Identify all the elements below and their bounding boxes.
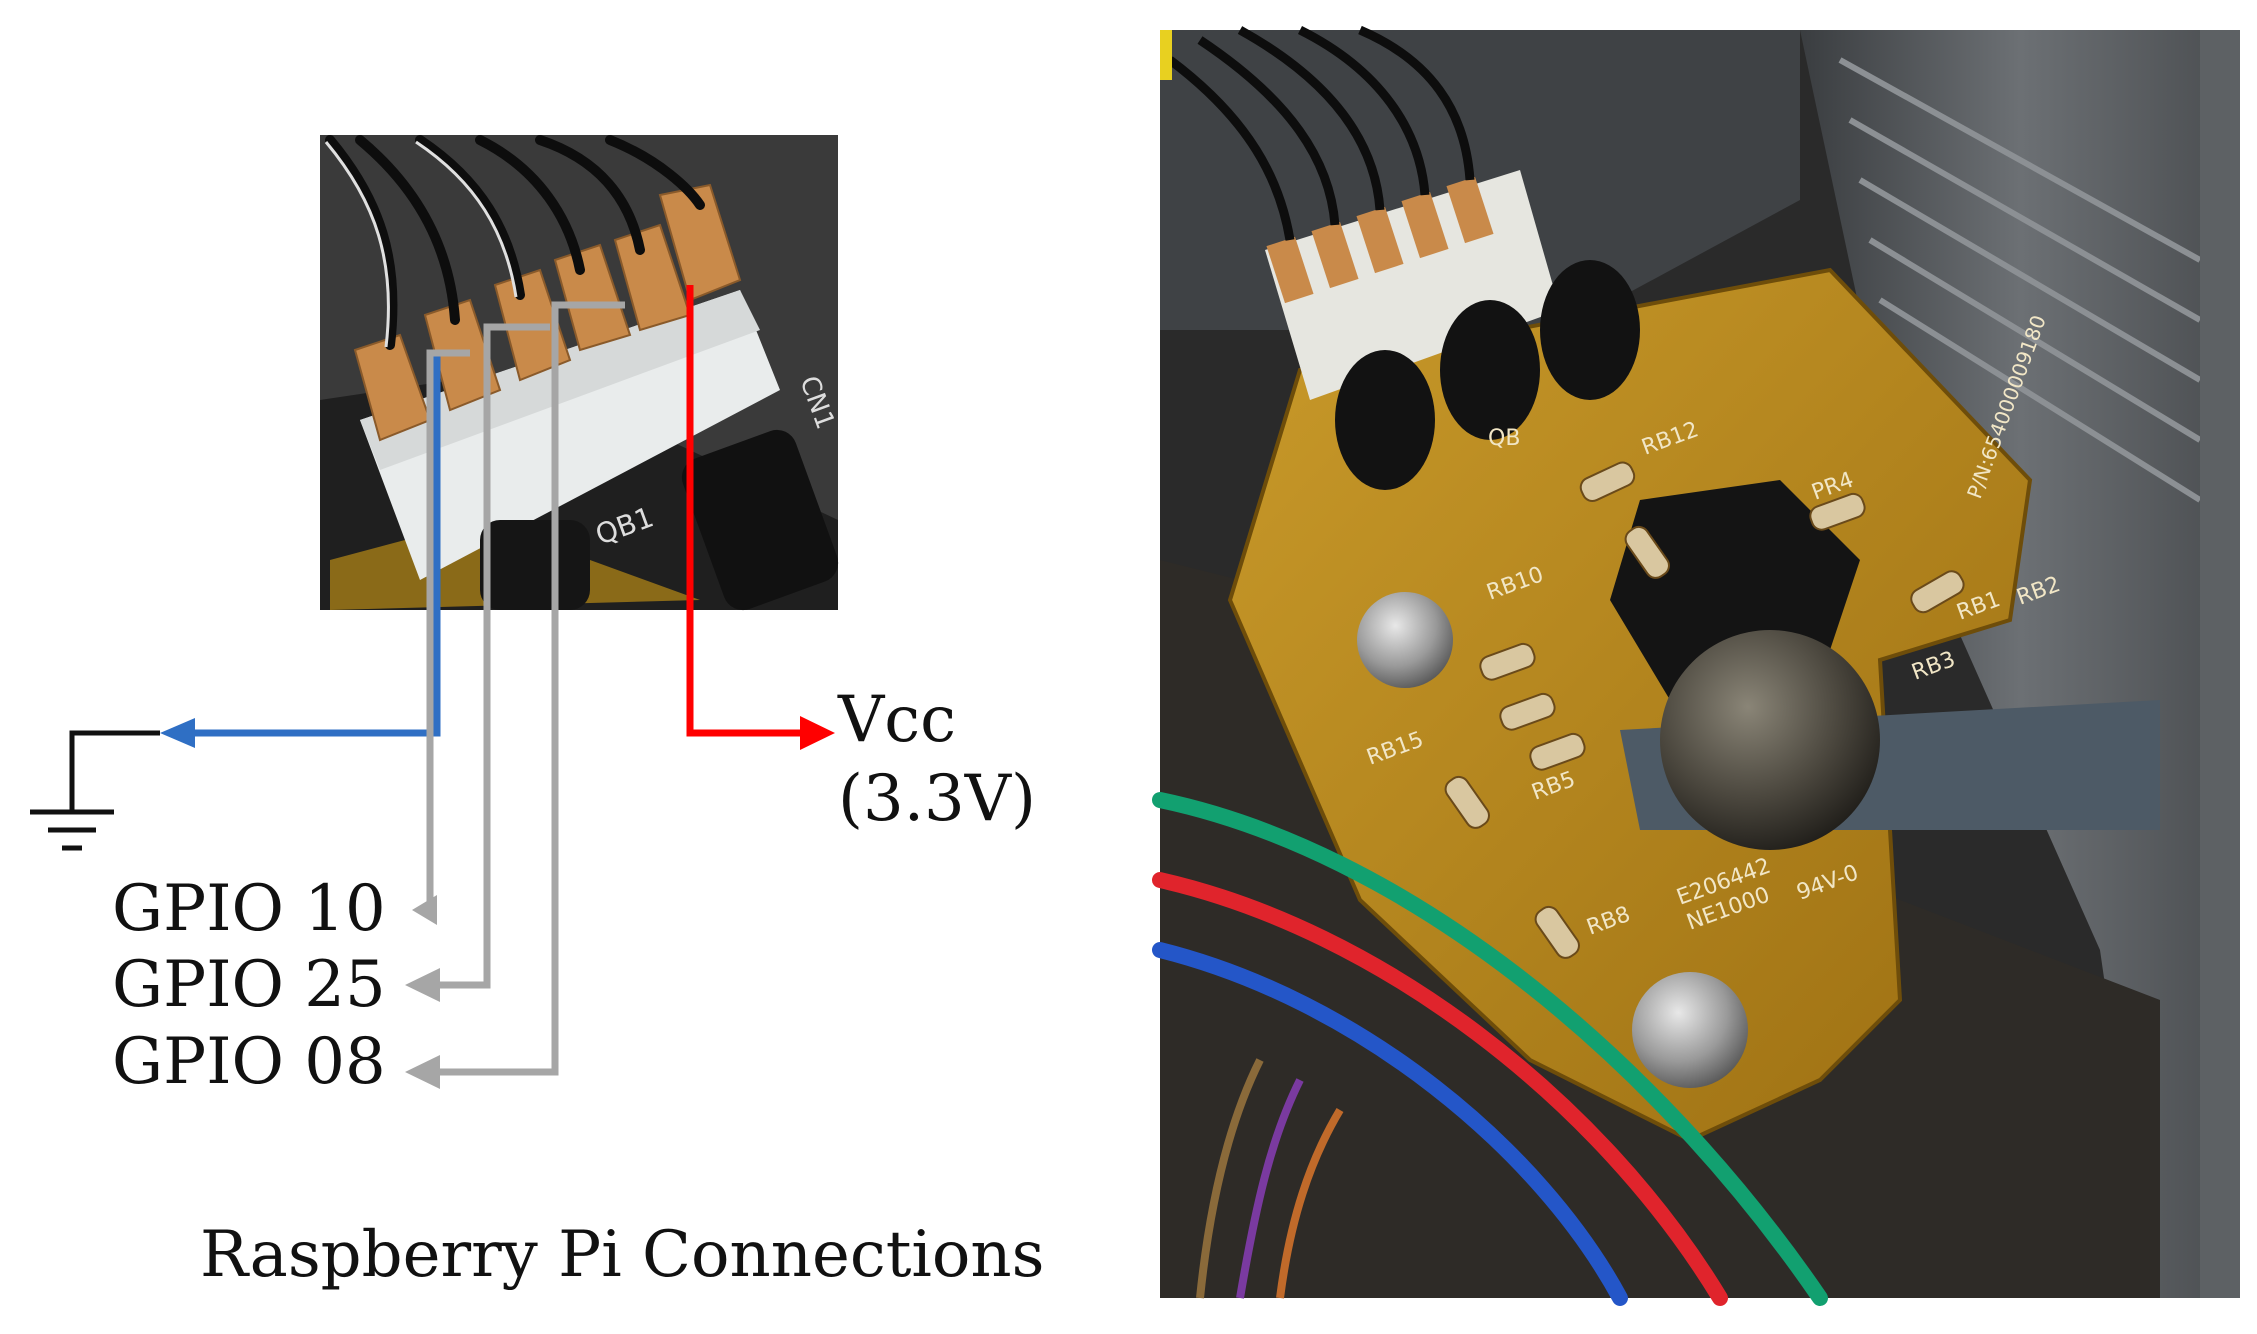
gpio08-label: GPIO 08 [112,1025,386,1099]
arrow-icon [160,718,195,748]
ground-wire [160,355,441,748]
pcb-photo: QB RB12 RB10 PR4 RB1 RB2 RB3 RB15 RB5 RB… [1152,25,2240,1306]
screw-center [1660,630,1880,850]
gpio25-wire [405,323,550,1002]
vcc-voltage-label: (3.3V) [838,762,1036,836]
arrow-icon [412,895,437,925]
arrow-icon [405,968,440,1002]
gpio10-label: GPIO 10 [112,872,386,946]
screw-top [1357,592,1453,688]
board-marking-q: QB [1488,426,1520,451]
gpio25-label: GPIO 25 [112,948,386,1022]
screw-bottom [1632,972,1748,1088]
vcc-label: Vcc [838,683,956,757]
arrow-icon [800,716,835,750]
arrow-icon [405,1055,440,1089]
gpio08-wire [405,301,625,1089]
connector-closeup-photo: QB1 CN1 [320,135,840,611]
gpio10-wire [412,349,470,925]
ground-symbol-icon [30,730,160,851]
vcc-wire [686,285,835,750]
figure-caption: Raspberry Pi Connections [200,1218,1045,1292]
